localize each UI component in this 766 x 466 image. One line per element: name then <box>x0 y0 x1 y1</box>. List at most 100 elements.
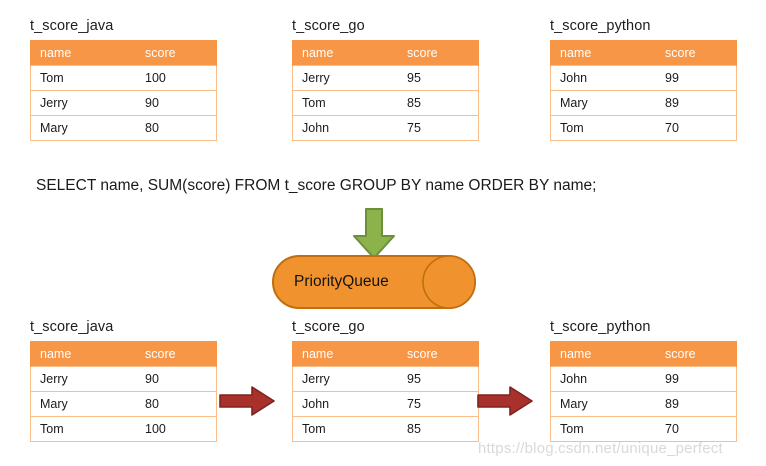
table-block-bottom-python: t_score_python name score John 99 Mary 8… <box>550 318 737 442</box>
table-header: name score <box>550 341 737 367</box>
table-body: John 99 Mary 89 Tom 70 <box>550 65 737 141</box>
cell-name: Tom <box>30 65 136 91</box>
cell-score: 95 <box>398 366 479 392</box>
cell-name: John <box>550 65 656 91</box>
cell-name: Mary <box>30 115 136 141</box>
table-row: Tom 70 <box>550 416 737 442</box>
cell-name: John <box>292 115 398 141</box>
table-title: t_score_java <box>30 18 114 34</box>
cell-name: Tom <box>30 416 136 442</box>
column-header-score: score <box>656 40 737 66</box>
table-row: Jerry 90 <box>30 90 217 116</box>
cell-name: Jerry <box>30 90 136 116</box>
table-row: Jerry 95 <box>292 366 479 392</box>
table-row: Jerry 90 <box>30 366 217 392</box>
cell-score: 90 <box>136 90 217 116</box>
cell-score: 95 <box>398 65 479 91</box>
table-body: John 99 Mary 89 Tom 70 <box>550 366 737 442</box>
table-header: name score <box>292 341 479 367</box>
score-table: name score Jerry 95 Tom 85 John 75 <box>292 40 479 141</box>
priority-queue-shape <box>272 255 476 309</box>
table-header: name score <box>30 40 217 66</box>
table-row: John 99 <box>550 366 737 392</box>
table-body: Tom 100 Jerry 90 Mary 80 <box>30 65 217 141</box>
table-header: name score <box>30 341 217 367</box>
cell-score: 75 <box>398 391 479 417</box>
score-table: name score Jerry 95 John 75 Tom 85 <box>292 341 479 442</box>
table-row: Tom 85 <box>292 416 479 442</box>
table-title: t_score_go <box>292 319 365 335</box>
table-row: John 75 <box>292 391 479 417</box>
cell-name: Tom <box>292 416 398 442</box>
table-row: Tom 100 <box>30 416 217 442</box>
score-table: name score John 99 Mary 89 Tom 70 <box>550 40 737 141</box>
cell-name: John <box>550 366 656 392</box>
table-header-row: name score <box>550 341 737 367</box>
column-header-name: name <box>30 341 136 367</box>
score-table: name score John 99 Mary 89 Tom 70 <box>550 341 737 442</box>
cell-name: Tom <box>550 416 656 442</box>
column-header-score: score <box>656 341 737 367</box>
table-header-row: name score <box>550 40 737 66</box>
cell-score: 85 <box>398 416 479 442</box>
cell-score: 80 <box>136 391 217 417</box>
table-header: name score <box>292 40 479 66</box>
table-row: Mary 89 <box>550 90 737 116</box>
table-header-row: name score <box>30 40 217 66</box>
cell-score: 70 <box>656 416 737 442</box>
table-block-bottom-java: t_score_java name score Jerry 90 Mary 80 <box>30 318 217 442</box>
red-right-arrow-icon <box>477 386 533 416</box>
table-block-top-go: t_score_go name score Jerry 95 Tom 85 Jo… <box>292 17 479 141</box>
table-body: Jerry 95 Tom 85 John 75 <box>292 65 479 141</box>
cell-score: 90 <box>136 366 217 392</box>
cell-name: Jerry <box>292 366 398 392</box>
cell-name: Mary <box>550 391 656 417</box>
cell-score: 89 <box>656 391 737 417</box>
cell-score: 99 <box>656 65 737 91</box>
cell-score: 89 <box>656 90 737 116</box>
table-header-row: name score <box>292 341 479 367</box>
table-row: Tom 85 <box>292 90 479 116</box>
cell-name: Mary <box>550 90 656 116</box>
cell-name: Tom <box>292 90 398 116</box>
sql-statement: SELECT name, SUM(score) FROM t_score GRO… <box>36 177 597 194</box>
table-row: Mary 89 <box>550 391 737 417</box>
table-body: Jerry 95 John 75 Tom 85 <box>292 366 479 442</box>
cell-name: Mary <box>30 391 136 417</box>
table-body: Jerry 90 Mary 80 Tom 100 <box>30 366 217 442</box>
cell-score: 70 <box>656 115 737 141</box>
table-row: Tom 100 <box>30 65 217 91</box>
cell-name: John <box>292 391 398 417</box>
column-header-name: name <box>550 341 656 367</box>
table-header-row: name score <box>292 40 479 66</box>
column-header-score: score <box>398 40 479 66</box>
column-header-name: name <box>292 341 398 367</box>
table-row: John 75 <box>292 115 479 141</box>
column-header-score: score <box>136 341 217 367</box>
cell-name: Tom <box>550 115 656 141</box>
cell-score: 80 <box>136 115 217 141</box>
cell-score: 100 <box>136 416 217 442</box>
table-title: t_score_go <box>292 18 365 34</box>
table-block-top-python: t_score_python name score John 99 Mary 8… <box>550 17 737 141</box>
cell-score: 75 <box>398 115 479 141</box>
table-header: name score <box>550 40 737 66</box>
cell-score: 99 <box>656 366 737 392</box>
column-header-name: name <box>550 40 656 66</box>
table-title: t_score_java <box>30 319 114 335</box>
cell-score: 85 <box>398 90 479 116</box>
cell-name: Jerry <box>30 366 136 392</box>
column-header-score: score <box>398 341 479 367</box>
table-row: Tom 70 <box>550 115 737 141</box>
cell-name: Jerry <box>292 65 398 91</box>
cell-score: 100 <box>136 65 217 91</box>
column-header-name: name <box>292 40 398 66</box>
column-header-name: name <box>30 40 136 66</box>
table-block-bottom-go: t_score_go name score Jerry 95 John 75 T… <box>292 318 479 442</box>
table-row: John 99 <box>550 65 737 91</box>
red-right-arrow-icon <box>219 386 275 416</box>
table-header-row: name score <box>30 341 217 367</box>
table-row: Mary 80 <box>30 115 217 141</box>
watermark: https://blog.csdn.net/unique_perfect <box>478 440 723 457</box>
